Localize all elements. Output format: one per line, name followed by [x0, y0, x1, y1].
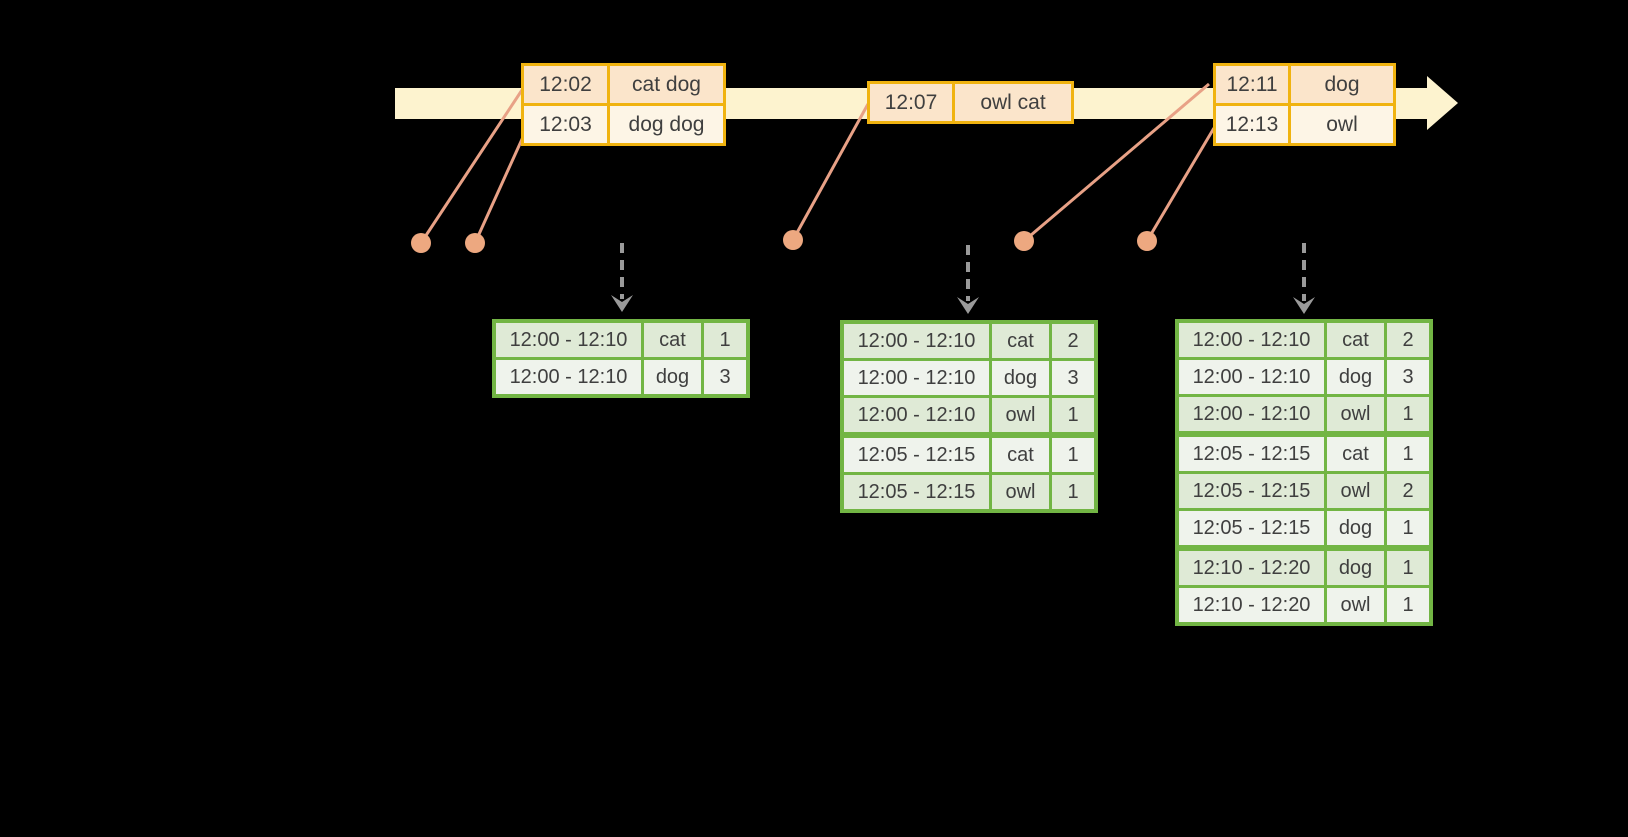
event-box: 12:07 owl cat [867, 81, 1074, 124]
count-cell: 1 [1387, 511, 1429, 545]
count-cell: 1 [1387, 551, 1429, 585]
event-row: 12:11 dog [1216, 66, 1393, 103]
trigger-arrow [957, 245, 979, 314]
event-dot [411, 233, 431, 253]
event-words: cat dog [610, 66, 723, 103]
table-row: 12:10 - 12:20 dog 1 [1179, 551, 1429, 585]
word-cell: dog [1327, 551, 1384, 585]
window-cell: 12:00 - 12:10 [496, 360, 641, 394]
window-cell: 12:05 - 12:15 [1179, 437, 1324, 471]
count-cell: 3 [1052, 361, 1094, 395]
window-cell: 12:00 - 12:10 [844, 361, 989, 395]
table-row: 12:05 - 12:15 owl 2 [1179, 474, 1429, 508]
count-cell: 3 [1387, 360, 1429, 394]
count-cell: 3 [704, 360, 746, 394]
arrow-down-icon [957, 297, 979, 314]
event-time: 12:13 [1216, 106, 1288, 143]
event-row: 12:02 cat dog [524, 66, 723, 103]
window-cell: 12:00 - 12:10 [844, 324, 989, 358]
window-cell: 12:00 - 12:10 [844, 398, 989, 432]
timeline-arrowhead-icon [1427, 76, 1458, 130]
count-cell: 2 [1387, 323, 1429, 357]
table-row: 12:10 - 12:20 owl 1 [1179, 588, 1429, 622]
word-cell: cat [644, 323, 701, 357]
window-cell: 12:00 - 12:10 [496, 323, 641, 357]
window-cell: 12:10 - 12:20 [1179, 588, 1324, 622]
event-words: dog dog [610, 106, 723, 143]
word-cell: owl [1327, 397, 1384, 431]
word-cell: dog [1327, 511, 1384, 545]
window-cell: 12:05 - 12:15 [1179, 511, 1324, 545]
window-cell: 12:05 - 12:15 [844, 475, 989, 509]
table-row: 12:05 - 12:15 dog 1 [1179, 511, 1429, 545]
count-cell: 1 [1052, 438, 1094, 472]
word-cell: owl [1327, 588, 1384, 622]
result-table: 12:00 - 12:10 cat 2 12:00 - 12:10 dog 3 … [840, 320, 1098, 513]
count-cell: 1 [1387, 437, 1429, 471]
event-time: 12:07 [870, 84, 952, 121]
table-row: 12:00 - 12:10 owl 1 [1179, 397, 1429, 431]
event-words: owl cat [955, 84, 1071, 121]
connector-line [419, 89, 524, 244]
connector-line [473, 136, 525, 244]
connector-line [1145, 127, 1216, 242]
window-cell: 12:05 - 12:15 [844, 438, 989, 472]
word-cell: cat [1327, 323, 1384, 357]
window-cell: 12:00 - 12:10 [1179, 397, 1324, 431]
table-row: 12:05 - 12:15 cat 1 [1179, 437, 1429, 471]
table-row: 12:00 - 12:10 dog 3 [844, 361, 1094, 395]
window-cell: 12:10 - 12:20 [1179, 551, 1324, 585]
window-cell: 12:05 - 12:15 [1179, 474, 1324, 508]
connector-line [1023, 82, 1210, 243]
event-row: 12:07 owl cat [870, 84, 1071, 121]
table-row: 12:05 - 12:15 owl 1 [844, 475, 1094, 509]
word-cell: owl [992, 398, 1049, 432]
count-cell: 1 [1052, 475, 1094, 509]
event-dot [1137, 231, 1157, 251]
word-cell: owl [1327, 474, 1384, 508]
count-cell: 1 [704, 323, 746, 357]
count-cell: 1 [1387, 588, 1429, 622]
arrow-down-icon [611, 295, 633, 312]
count-cell: 1 [1052, 398, 1094, 432]
table-row: 12:00 - 12:10 cat 1 [496, 323, 746, 357]
result-table: 12:00 - 12:10 cat 2 12:00 - 12:10 dog 3 … [1175, 319, 1433, 626]
count-cell: 1 [1387, 397, 1429, 431]
event-dot [783, 230, 803, 250]
count-cell: 2 [1052, 324, 1094, 358]
word-cell: cat [992, 438, 1049, 472]
window-cell: 12:00 - 12:10 [1179, 323, 1324, 357]
table-row: 12:00 - 12:10 cat 2 [1179, 323, 1429, 357]
event-time: 12:11 [1216, 66, 1288, 103]
event-dot [465, 233, 485, 253]
word-cell: cat [1327, 437, 1384, 471]
word-cell: cat [992, 324, 1049, 358]
table-row: 12:00 - 12:10 dog 3 [1179, 360, 1429, 394]
word-cell: dog [1327, 360, 1384, 394]
event-box: 12:11 dog 12:13 owl [1213, 63, 1396, 146]
trigger-arrow [1293, 243, 1315, 314]
event-time: 12:02 [524, 66, 607, 103]
event-dot [1014, 231, 1034, 251]
event-row: 12:13 owl [1216, 106, 1393, 143]
table-row: 12:00 - 12:10 cat 2 [844, 324, 1094, 358]
event-words: dog [1291, 66, 1393, 103]
word-cell: dog [644, 360, 701, 394]
connector-line [791, 103, 870, 241]
event-words: owl [1291, 106, 1393, 143]
table-row: 12:00 - 12:10 dog 3 [496, 360, 746, 394]
event-row: 12:03 dog dog [524, 106, 723, 143]
arrow-down-icon [1293, 297, 1315, 314]
event-box: 12:02 cat dog 12:03 dog dog [521, 63, 726, 146]
word-cell: owl [992, 475, 1049, 509]
count-cell: 2 [1387, 474, 1429, 508]
window-cell: 12:00 - 12:10 [1179, 360, 1324, 394]
table-row: 12:00 - 12:10 owl 1 [844, 398, 1094, 432]
event-time: 12:03 [524, 106, 607, 143]
table-row: 12:05 - 12:15 cat 1 [844, 438, 1094, 472]
trigger-arrow [611, 243, 633, 312]
word-cell: dog [992, 361, 1049, 395]
result-table: 12:00 - 12:10 cat 1 12:00 - 12:10 dog 3 [492, 319, 750, 398]
